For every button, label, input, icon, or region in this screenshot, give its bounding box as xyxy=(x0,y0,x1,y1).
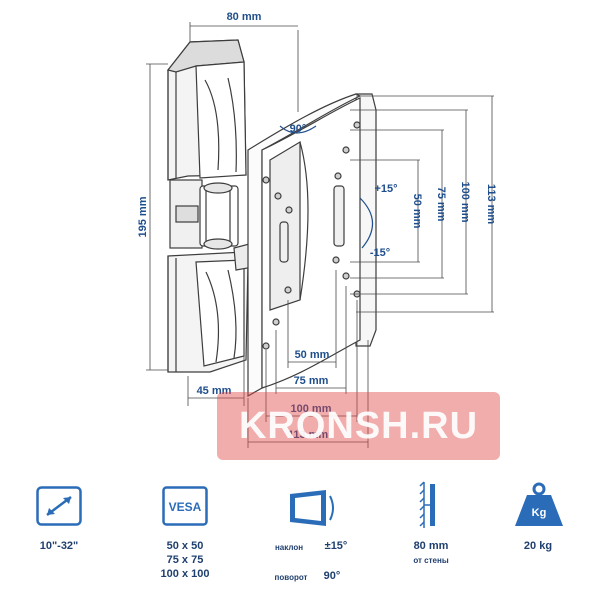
vesa-line-3: 100 x 100 xyxy=(160,568,210,580)
tilt-value: ±15° xyxy=(324,540,348,552)
watermark-text: KRONSH.RU xyxy=(238,405,479,447)
wall-distance-icon xyxy=(418,480,442,530)
dim-horiz-113: 113 mm xyxy=(288,429,329,441)
hinge xyxy=(169,179,239,250)
tilt-screen-icon xyxy=(286,488,338,528)
tilt-label: наклон xyxy=(274,543,304,552)
diagonal-arrow-icon xyxy=(36,486,82,526)
dim-wall-offset: 45 mm xyxy=(197,385,232,397)
dim-horiz-100: 100 mm xyxy=(291,403,332,415)
dim-tilt-up: +15° xyxy=(374,183,397,195)
vesa-line-1: 50 x 50 xyxy=(166,540,204,552)
watermark: KRONSH.RU xyxy=(217,392,500,460)
lower-arm xyxy=(167,251,249,373)
weight-icon: Kg xyxy=(513,482,565,528)
wall-distance-value: 80 mm xyxy=(413,540,449,552)
swivel-value: 90° xyxy=(323,570,341,582)
vesa-line-2: 75 x 75 xyxy=(166,554,204,566)
dim-arm-width: 80 mm xyxy=(227,11,262,23)
swivel-label: поворот xyxy=(274,573,308,582)
dim-vert-113: 113 mm xyxy=(485,184,497,225)
upper-arm xyxy=(166,39,247,181)
max-load-value: 20 kg xyxy=(523,540,553,552)
vesa-icon: VESA xyxy=(162,486,208,526)
dim-vert-100: 100 mm xyxy=(459,182,471,223)
vesa-plate xyxy=(247,93,377,398)
dim-horiz-50: 50 mm xyxy=(295,349,330,361)
dim-horiz-75: 75 mm xyxy=(294,375,329,387)
dim-swivel: 90° xyxy=(290,123,307,135)
dim-arm-height: 195 mm xyxy=(137,196,149,237)
weight-badge-text: Kg xyxy=(532,507,547,519)
wall-distance-caption: от стены xyxy=(413,556,449,565)
dim-tilt-down: -15° xyxy=(370,247,390,259)
vesa-badge-text: VESA xyxy=(169,500,202,514)
dim-vert-75: 75 mm xyxy=(435,187,447,222)
dim-vert-50: 50 mm xyxy=(411,194,423,229)
screen-size-label: 10"-32" xyxy=(39,540,79,552)
mount-drawing: 80 mm 195 mm 45 mm 90° +15° -15° 50 mm 7… xyxy=(137,11,497,448)
